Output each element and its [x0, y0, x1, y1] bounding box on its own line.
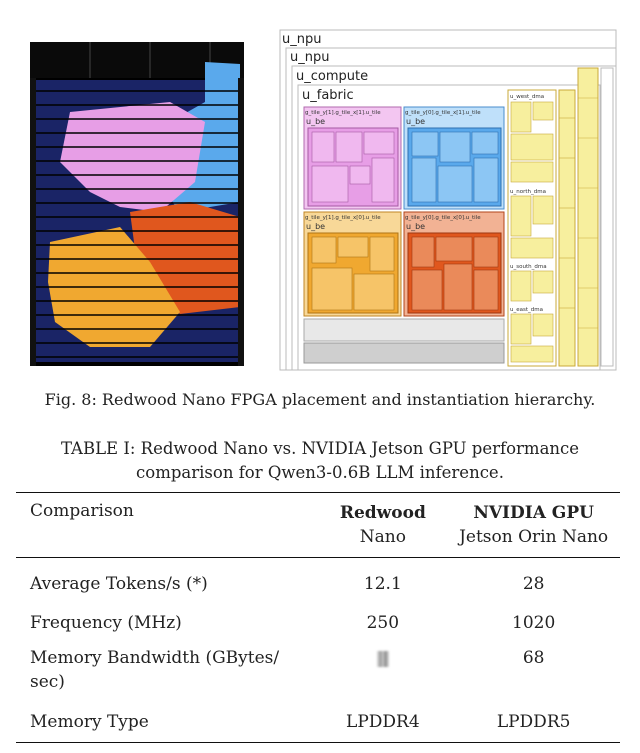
figure: u_npu u_npu u_compute u_fabric g_tile_y[… [28, 28, 618, 378]
figure-caption: Fig. 8: Redwood Nano FPGA placement and … [44, 390, 596, 409]
label-west-dma: u_west_dma [510, 94, 544, 100]
comparison-table: Comparison Redwood Nano NVIDIA GPU Jetso… [16, 492, 620, 743]
hierarchy-svg: u_npu u_npu u_compute u_fabric g_tile_y[… [279, 29, 617, 371]
header-comparison: Comparison [30, 501, 134, 521]
instantiation-hierarchy-diagram: u_npu u_npu u_compute u_fabric g_tile_y[… [278, 28, 618, 373]
header-gpu-line1: NVIDIA GPU [473, 503, 594, 523]
table-caption: TABLE I: Redwood Nano vs. NVIDIA Jetson … [60, 439, 580, 482]
table-row: Memory Type LPDDR4 LPDDR5 [16, 702, 620, 743]
redacted-value [376, 650, 389, 667]
label-npu: u_npu [290, 50, 329, 65]
label-east-dma: u_east_dma [510, 307, 543, 313]
label-fabric: u_fabric [302, 88, 354, 103]
row-label: Frequency (MHz) [30, 613, 182, 633]
row-redwood-value: LPDDR4 [346, 712, 420, 732]
label-be-a: u_be [306, 117, 325, 126]
row-redwood-value: 12.1 [363, 574, 402, 594]
table-row: Memory Bandwidth (GBytes/ sec) 68 [16, 642, 620, 702]
header-redwood-line2: Nano [359, 527, 406, 547]
row-label: Memory Type [30, 712, 149, 732]
label-tile-a: g_tile_y[1].g_tile_x[1].u_tile [305, 110, 381, 116]
row-gpu-value: 68 [522, 648, 545, 668]
row-label: Memory Bandwidth (GBytes/ sec) [30, 648, 280, 692]
label-top-npu: u_npu [282, 32, 321, 47]
header-redwood: Redwood Nano [318, 493, 447, 558]
row-gpu-value: LPDDR5 [496, 712, 571, 732]
table-row: Average Tokens/s (*) 12.1 28 [16, 557, 620, 605]
label-north-dma: u_north_dma [510, 189, 546, 195]
header-redwood-line1: Redwood [339, 503, 426, 523]
label-tile-d: g_tile_y[0].g_tile_x[0].u_tile [405, 215, 481, 221]
fpga-placement-svg [30, 42, 244, 366]
row-redwood-value: 250 [366, 613, 400, 633]
row-gpu-value: 28 [522, 574, 545, 594]
table-row: Frequency (MHz) 250 1020 [16, 604, 620, 642]
table-header-row: Comparison Redwood Nano NVIDIA GPU Jetso… [16, 492, 620, 558]
label-be-c: u_be [306, 222, 325, 231]
label-be-d: u_be [406, 222, 425, 231]
label-tile-b: g_tile_y[0].g_tile_x[1].u_tile [405, 110, 481, 116]
label-south-dma: u_south_dma [510, 264, 547, 270]
fpga-placement-image [30, 42, 244, 366]
label-be-b: u_be [406, 117, 425, 126]
row-gpu-value: 1020 [512, 613, 556, 633]
row-redwood-value [318, 642, 447, 702]
header-gpu-line2: Jetson Orin Nano [459, 527, 609, 547]
label-tile-c: g_tile_y[1].g_tile_x[0].u_tile [305, 215, 381, 221]
header-gpu: NVIDIA GPU Jetson Orin Nano [447, 493, 620, 558]
label-compute: u_compute [296, 69, 368, 84]
row-label: Average Tokens/s (*) [30, 574, 208, 594]
